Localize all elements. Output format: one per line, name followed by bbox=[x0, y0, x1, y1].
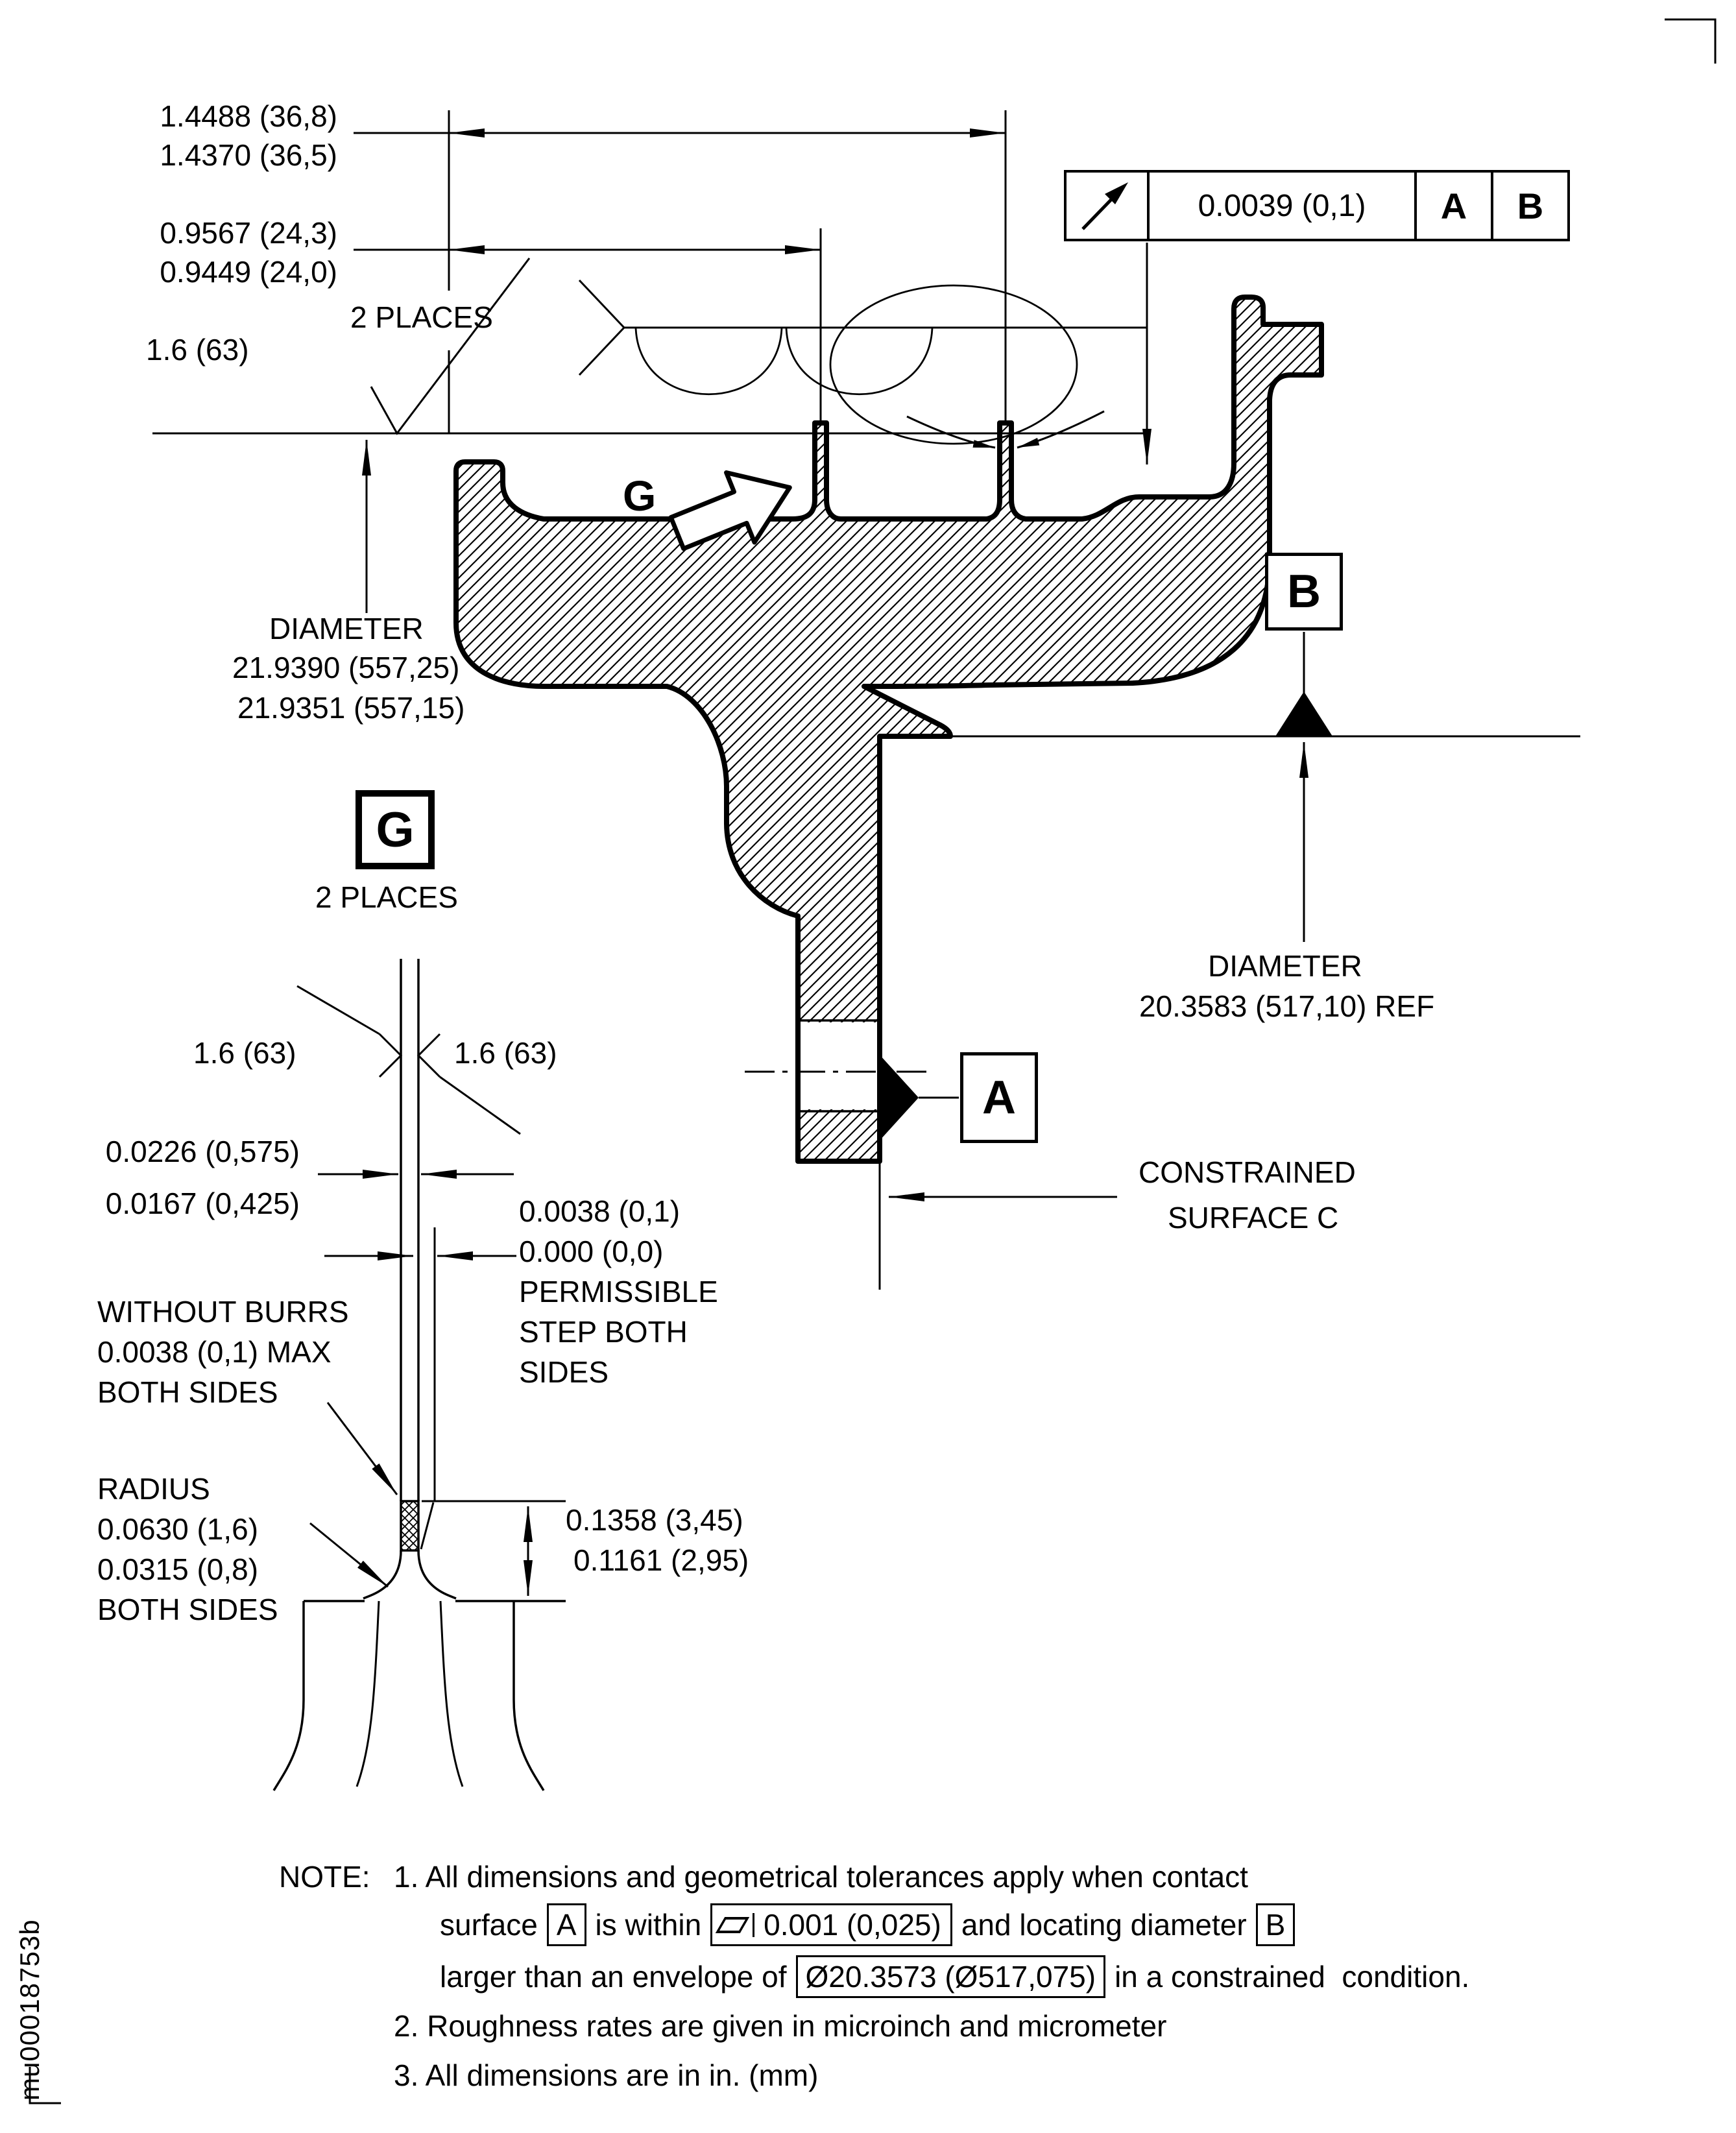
note2-text: 2. Roughness rates are given in microinc… bbox=[394, 2009, 1167, 2043]
top-dimensions bbox=[354, 110, 1007, 433]
step-note-1: PERMISSIBLE bbox=[519, 1275, 718, 1308]
datum-a-triangle bbox=[880, 1055, 919, 1140]
left-diameter-label: DIAMETER bbox=[269, 612, 424, 645]
radius-zone-height-max: 0.1358 (3,45) bbox=[566, 1503, 743, 1537]
step-value-max: 0.0038 (0,1) bbox=[519, 1194, 681, 1228]
note-2: 2. Roughness rates are given in microinc… bbox=[394, 2008, 1166, 2043]
radius-both-sides: BOTH SIDES bbox=[97, 1593, 278, 1626]
radius-min: 0.0315 (0,8) bbox=[97, 1552, 259, 1586]
datum-b-triangle bbox=[1275, 692, 1332, 736]
note-datum-a-token: A bbox=[546, 1903, 586, 1946]
note-1-line-1: 1. All dimensions and geometrical tolera… bbox=[394, 1859, 1248, 1894]
ref-diameter-label: DIAMETER bbox=[1208, 949, 1362, 983]
note-datum-a-text: A bbox=[556, 1908, 577, 1942]
note-flatness-token: 0.001 (0,025) bbox=[710, 1903, 952, 1946]
section-g-label: G bbox=[623, 472, 657, 520]
fcf-datum-b: B bbox=[1491, 173, 1567, 239]
page-corner-mark bbox=[1665, 18, 1717, 64]
note-envelope-token: Ø20.3573 (Ø517,075) bbox=[795, 1955, 1106, 1998]
note-1-line-2: surface A is within 0.001 (0,025) and lo… bbox=[440, 1903, 1304, 1946]
step-note-3: SIDES bbox=[519, 1355, 609, 1389]
wheel-cross-section bbox=[453, 295, 1324, 1164]
burrs-note-3: BOTH SIDES bbox=[97, 1375, 278, 1409]
note1-l1-text: 1. All dimensions and geometrical tolera… bbox=[394, 1860, 1248, 1894]
section-g-places: 2 PLACES bbox=[315, 880, 458, 914]
dim-width-outer-max: 1.4488 (36,8) bbox=[160, 99, 337, 133]
ref-diameter-value: 20.3583 (517,10) REF bbox=[1139, 989, 1435, 1023]
detail-view-linework bbox=[272, 959, 566, 1791]
note-envelope-value: Ø20.3573 (Ø517,075) bbox=[805, 1960, 1096, 1994]
step-note-2: STEP BOTH bbox=[519, 1315, 688, 1349]
burrs-note-1: WITHOUT BURRS bbox=[97, 1295, 349, 1329]
note1-l2b: is within bbox=[595, 1908, 702, 1942]
tire-bead-ellipse bbox=[829, 284, 1078, 445]
left-diameter-min: 21.9351 (557,15) bbox=[237, 691, 465, 725]
detail-roughness-right: 1.6 (63) bbox=[454, 1036, 557, 1070]
section-g-arrow bbox=[668, 470, 792, 551]
radius-zone-crosshatch bbox=[400, 1500, 420, 1552]
datum-b-box: B bbox=[1265, 553, 1343, 631]
burrs-leader bbox=[326, 1402, 398, 1495]
fcf-tolerance: 0.0039 (0,1) bbox=[1198, 188, 1366, 223]
doc-corner-mark bbox=[29, 2067, 61, 2104]
note1-l2c: and locating diameter bbox=[961, 1908, 1247, 1942]
section-g-box-letter: G bbox=[376, 802, 415, 858]
radius-label: RADIUS bbox=[97, 1472, 210, 1506]
bead-seat-scallops bbox=[634, 284, 1078, 445]
fcf-datum-a: A bbox=[1414, 173, 1491, 239]
flatness-value: 0.001 (0,025) bbox=[764, 1908, 941, 1942]
hub-section-break bbox=[801, 1022, 877, 1109]
datum-b-letter: B bbox=[1287, 566, 1321, 618]
surface-roughness-mark bbox=[152, 258, 1147, 435]
flatness-icon bbox=[715, 1916, 750, 1933]
note1-l2a: surface bbox=[440, 1908, 538, 1942]
slot-width-min: 0.0167 (0,425) bbox=[105, 1187, 300, 1220]
constrained-line1: CONSTRAINED bbox=[1139, 1155, 1356, 1189]
datum-b-construction bbox=[950, 632, 1580, 942]
note-1-line-3: larger than an envelope of Ø20.3573 (Ø51… bbox=[440, 1955, 1469, 1998]
note-datum-b-token: B bbox=[1255, 1903, 1296, 1946]
note-heading-text: NOTE: bbox=[279, 1860, 370, 1894]
circular-runout-icon bbox=[1081, 182, 1128, 230]
dim-width-outer-min: 1.4370 (36,5) bbox=[160, 138, 337, 172]
document-id: mu00018753b bbox=[14, 1919, 45, 2101]
constrained-line2: SURFACE C bbox=[1168, 1201, 1339, 1235]
feature-control-frame: 0.0039 (0,1) A B bbox=[1064, 170, 1570, 241]
note1-l3a: larger than an envelope of bbox=[440, 1960, 787, 1994]
datum-a-box: A bbox=[960, 1052, 1038, 1143]
flatness-symbol-cell bbox=[712, 1912, 755, 1937]
dim-width-inner-min: 0.9449 (24,0) bbox=[160, 255, 337, 289]
note-heading: NOTE: bbox=[279, 1859, 370, 1894]
radius-max: 0.0630 (1,6) bbox=[97, 1512, 259, 1546]
detail-roughness-left: 1.6 (63) bbox=[193, 1036, 296, 1070]
roughness-value-main: 1.6 (63) bbox=[146, 333, 249, 367]
note-datum-b-text: B bbox=[1265, 1908, 1286, 1942]
slot-width-max: 0.0226 (0,575) bbox=[105, 1135, 300, 1168]
burrs-note-2: 0.0038 (0,1) MAX bbox=[97, 1335, 332, 1369]
section-g-box: G bbox=[356, 790, 435, 869]
dim-width-inner-max: 0.9567 (24,3) bbox=[160, 216, 337, 250]
datum-a-letter: A bbox=[982, 1072, 1016, 1124]
step-value-min: 0.000 (0,0) bbox=[519, 1235, 664, 1268]
radius-leader bbox=[309, 1522, 389, 1588]
note-3: 3. All dimensions are in in. (mm) bbox=[394, 2058, 818, 2093]
note1-l3b: in a constrained condition. bbox=[1115, 1960, 1470, 1994]
left-diameter-max: 21.9390 (557,25) bbox=[232, 651, 460, 684]
datum-a-construction bbox=[878, 1055, 1117, 1290]
note3-text: 3. All dimensions are in in. (mm) bbox=[394, 2058, 819, 2092]
runout-symbol-cell bbox=[1067, 173, 1150, 239]
radius-zone-height-min: 0.1161 (2,95) bbox=[573, 1543, 749, 1577]
places-note-top: 2 PLACES bbox=[350, 300, 493, 334]
